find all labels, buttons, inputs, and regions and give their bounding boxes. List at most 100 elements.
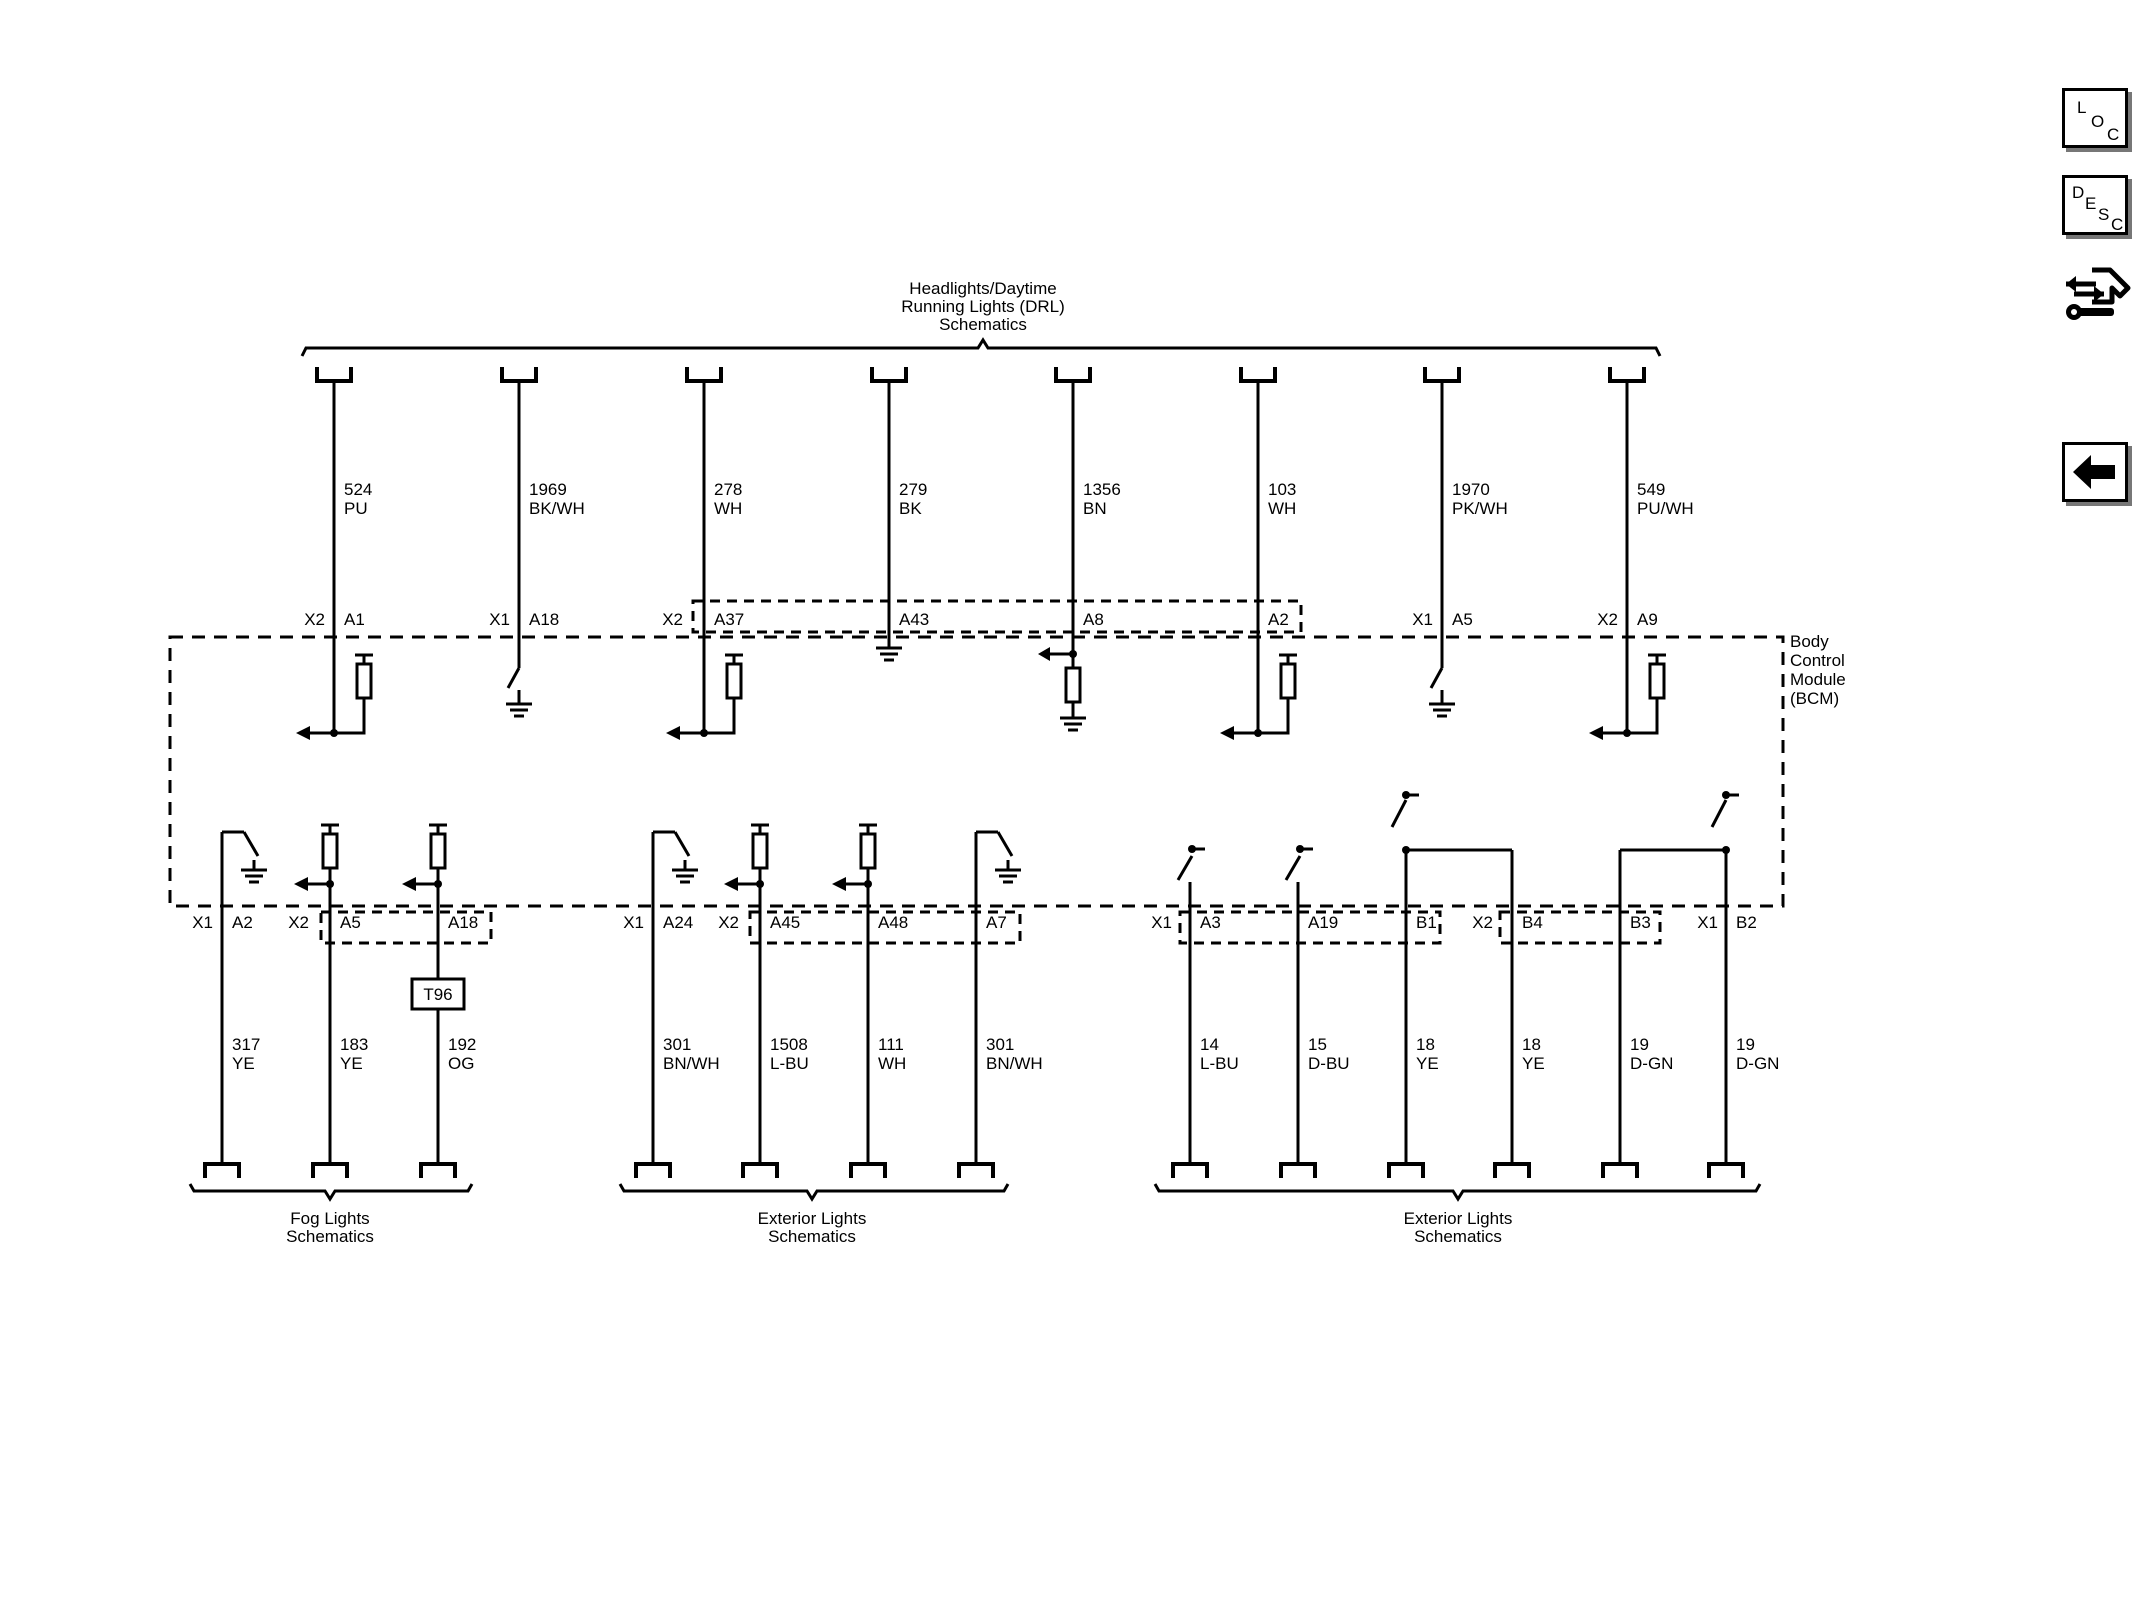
connector-id: X2 — [662, 610, 683, 629]
bottom-circuit-a19-15: A19 15 D-BU — [1279, 845, 1350, 1180]
circuit-number: 279 — [899, 480, 927, 499]
pin-id: A2 — [1268, 610, 1289, 629]
loc-button[interactable]: L O C — [2062, 88, 2128, 148]
loc-letter-2: O — [2091, 112, 2105, 131]
circuit-number: 1970 — [1452, 480, 1490, 499]
inline-component-label: T96 — [423, 985, 452, 1004]
bottom-circuit-a5-183: X2 A5 183 YE — [288, 823, 368, 1180]
wire-color: OG — [448, 1054, 474, 1073]
group-exterior-1-line2: Schematics — [768, 1227, 856, 1246]
wiring-connector-icon[interactable] — [2062, 262, 2132, 332]
bcm-label-line1: Body — [1790, 632, 1829, 651]
pullup-resistor — [749, 823, 771, 870]
bottom-circuit-a3-14: X1 A3 14 L-BU — [1151, 845, 1239, 1180]
top-connector-box — [691, 599, 1303, 634]
bottom-connector-box-1 — [319, 910, 493, 945]
group-fog-line1: Fog Lights — [290, 1209, 369, 1228]
ground-icon — [993, 868, 1023, 884]
connector-id: X2 — [718, 913, 739, 932]
wire-color: WH — [1268, 499, 1296, 518]
connector-id: X1 — [623, 913, 644, 932]
wire-color: BN/WH — [663, 1054, 720, 1073]
ground-icon — [239, 868, 269, 884]
wire-color: PU — [344, 499, 368, 518]
ground-icon — [670, 868, 700, 884]
ground-icon — [874, 646, 904, 662]
top-circuit-a8: 1356 BN A8 — [1038, 365, 1121, 732]
pullup-resistor — [1646, 653, 1668, 700]
desc-letter-2: E — [2085, 194, 2097, 213]
bottom-circuit-a45-1508: X2 A45 1508 L-BU — [718, 823, 809, 1180]
pin-id: A45 — [770, 913, 800, 932]
pin-id: A8 — [1083, 610, 1104, 629]
bottom-circuit-b4-18: X2 B4 18 YE — [1472, 850, 1545, 1180]
pin-id: A5 — [1452, 610, 1473, 629]
top-group-title-line1: Headlights/Daytime — [909, 279, 1056, 298]
bottom-connector-box-3 — [1178, 910, 1442, 945]
wire-color: BN/WH — [986, 1054, 1043, 1073]
pin-id: A24 — [663, 913, 693, 932]
circuit-number: 19 — [1630, 1035, 1649, 1054]
bcm-module: Body Control Module (BCM) — [168, 599, 1846, 945]
connector-id: X1 — [489, 610, 510, 629]
pullup-resistor — [319, 823, 341, 870]
bottom-connector-box-2 — [748, 910, 1022, 945]
bottom-circuit-a18-192: A18 T96 192 OG — [402, 823, 478, 1180]
wire-color: L-BU — [770, 1054, 809, 1073]
wire-color: D-BU — [1308, 1054, 1350, 1073]
connector-id: X1 — [1151, 913, 1172, 932]
desc-button[interactable]: D E S C — [2062, 175, 2128, 235]
connector-id: X2 — [304, 610, 325, 629]
pulldown-resistor — [1064, 666, 1082, 704]
group-exterior-1-line1: Exterior Lights — [758, 1209, 867, 1228]
circuit-number: 1969 — [529, 480, 567, 499]
wire-color: BN — [1083, 499, 1107, 518]
top-circuit-a43: 279 BK A43 — [870, 365, 929, 662]
pin-id: A48 — [878, 913, 908, 932]
circuit-number: 111 — [878, 1035, 904, 1054]
wire-color: YE — [1416, 1054, 1439, 1073]
pin-id: A18 — [448, 913, 478, 932]
circuit-number: 18 — [1416, 1035, 1435, 1054]
pin-id: A7 — [986, 913, 1007, 932]
wire-color: PK/WH — [1452, 499, 1508, 518]
group-exterior-2-line2: Schematics — [1414, 1227, 1502, 1246]
connector-id: X1 — [1697, 913, 1718, 932]
top-harness-group: Headlights/Daytime Running Lights (DRL) … — [300, 279, 1662, 357]
pin-id: A19 — [1308, 913, 1338, 932]
pin-id: A9 — [1637, 610, 1658, 629]
pin-id: B4 — [1522, 913, 1543, 932]
left-arrow-icon — [2073, 455, 2115, 489]
circuit-number: 15 — [1308, 1035, 1327, 1054]
pullup-resistor — [723, 653, 745, 700]
group-exterior-2-line1: Exterior Lights — [1404, 1209, 1513, 1228]
top-circuit-a5: 1970 PK/WH X1 A5 — [1412, 365, 1508, 718]
top-circuit-a18: 1969 BK/WH X1 A18 — [489, 365, 585, 718]
inline-component-t96 — [410, 977, 466, 1011]
connector-id: X1 — [192, 913, 213, 932]
top-group-title-line3: Schematics — [939, 315, 1027, 334]
connector-id: X2 — [1597, 610, 1618, 629]
bcm-label-line4: (BCM) — [1790, 689, 1839, 708]
bcm-label-line3: Module — [1790, 670, 1846, 689]
bottom-bracket-fog — [188, 1183, 474, 1202]
pin-id: A5 — [340, 913, 361, 932]
top-circuits: 524 PU X2 A1 1969 BK/WH X1 A18 278 — [296, 365, 1694, 740]
wire-color: PU/WH — [1637, 499, 1694, 518]
back-button[interactable] — [2062, 442, 2128, 502]
bottom-circuit-b2-19: X1 B2 19 D-GN — [1697, 791, 1779, 1180]
circuit-number: 317 — [232, 1035, 260, 1054]
bottom-harness-groups: Fog Lights Schematics Exterior Lights Sc… — [188, 1183, 1762, 1246]
bottom-circuit-a24-301: X1 A24 301 BN/WH — [623, 830, 720, 1180]
pullup-resistor — [427, 823, 449, 870]
wire-color: D-GN — [1630, 1054, 1673, 1073]
circuit-number: 524 — [344, 480, 372, 499]
bottom-circuit-b1-18: B1 18 YE — [1387, 791, 1512, 1180]
circuit-number: 1508 — [770, 1035, 808, 1054]
group-fog-line2: Schematics — [286, 1227, 374, 1246]
pullup-resistor — [353, 653, 375, 700]
bottom-circuits: X1 A2 317 YE X2 A5 183 YE A18 — [192, 791, 1779, 1180]
bcm-label-line2: Control — [1790, 651, 1845, 670]
wire-color: WH — [878, 1054, 906, 1073]
